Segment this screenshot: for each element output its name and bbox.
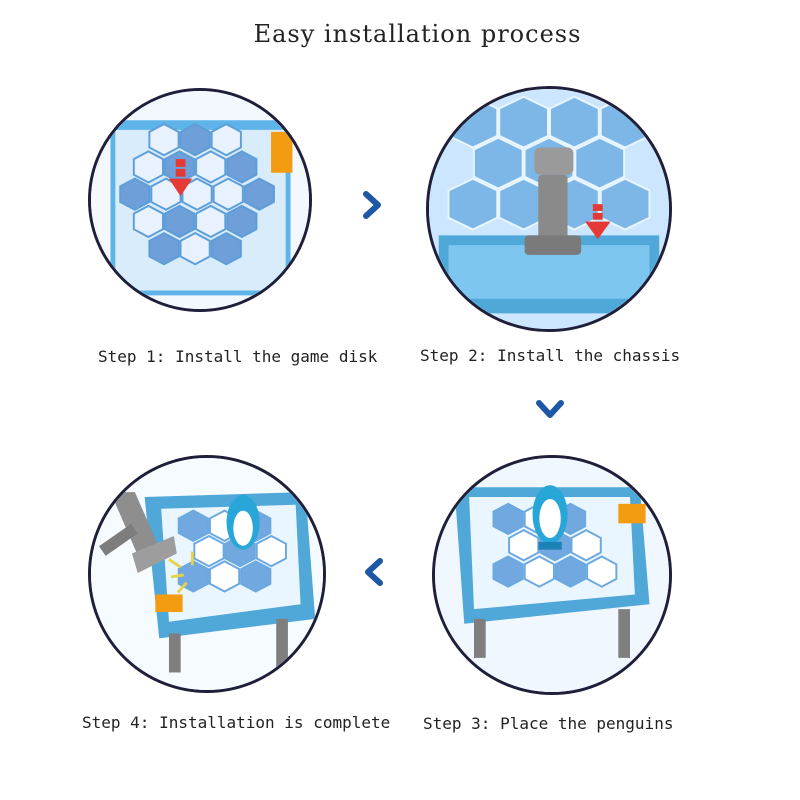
game-label [271, 131, 293, 173]
step-4-caption: Step 4: Installation is complete [82, 713, 391, 732]
chevron-left-icon [356, 555, 390, 589]
penguin-figure [532, 485, 568, 550]
chevron-down-icon [533, 393, 567, 427]
step-2-caption: Step 2: Install the chassis [420, 346, 681, 365]
step-3-image [432, 455, 672, 695]
step-2-illustration [429, 89, 669, 329]
step-3-caption: Step 3: Place the penguins [423, 714, 674, 733]
penguin-figure [226, 495, 260, 550]
page-title: Easy installation process [253, 20, 582, 48]
impact-spark-icon [168, 551, 194, 594]
ice-grid [119, 122, 275, 266]
step-3-illustration [435, 458, 669, 692]
step-4-image [88, 455, 326, 693]
arrow-down-indicator [585, 204, 611, 240]
hammer-icon [98, 492, 177, 574]
game-label [618, 503, 646, 524]
step-1-illustration [91, 91, 309, 309]
chassis-stand [524, 147, 582, 255]
game-label [155, 594, 183, 613]
step-1-caption: Step 1: Install the game disk [98, 347, 378, 366]
step-2-image [426, 86, 672, 332]
step-4-illustration [91, 458, 323, 690]
chevron-right-icon [356, 188, 390, 222]
step-1-image [88, 88, 312, 312]
arrow-down-indicator [168, 159, 193, 197]
